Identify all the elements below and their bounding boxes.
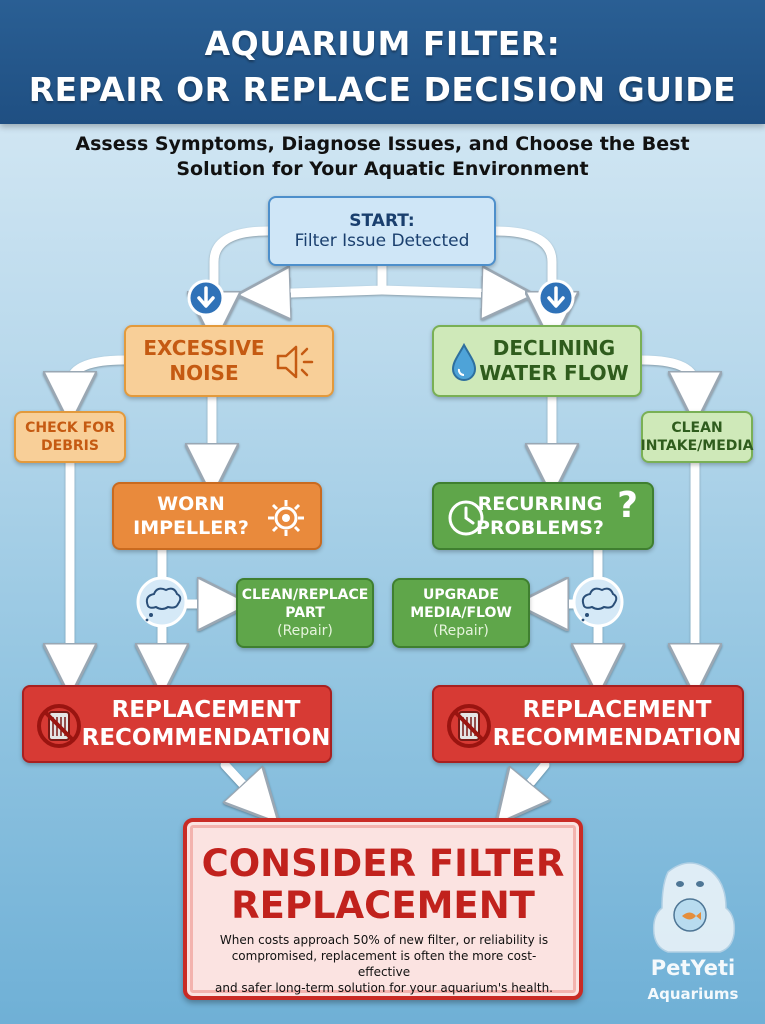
upgrade-media-flow-node: UPGRADE MEDIA/FLOW (Repair) bbox=[392, 578, 530, 648]
subtitle-line1: Assess Symptoms, Diagnose Issues, and Ch… bbox=[75, 133, 690, 155]
excessive-noise-node: EXCESSIVE NOISE bbox=[124, 325, 334, 397]
logo-name: PetYeti bbox=[650, 956, 736, 980]
final-description: When costs approach 50% of new filter, o… bbox=[209, 932, 559, 996]
start-node: START: Filter Issue Detected bbox=[268, 196, 496, 266]
down-arrow-icon bbox=[537, 279, 575, 317]
page-title-line1: AQUARIUM FILTER: bbox=[204, 24, 561, 63]
logo-subtitle: Aquariums bbox=[647, 985, 739, 1003]
no-filter-icon bbox=[37, 704, 81, 748]
header-banner: AQUARIUM FILTER: REPAIR OR REPLACE DECIS… bbox=[0, 0, 765, 124]
upgrade-line2: MEDIA/FLOW bbox=[410, 605, 512, 621]
final-desc-line3: and safer long-term solution for your aq… bbox=[215, 981, 553, 995]
intake-line1: CLEAN bbox=[671, 420, 723, 436]
clean-replace-note: (Repair) bbox=[277, 623, 333, 639]
no-filter-icon bbox=[447, 704, 491, 748]
final-desc-line1: When costs approach 50% of new filter, o… bbox=[219, 933, 549, 947]
final-title-line2: REPLACEMENT bbox=[231, 884, 535, 927]
clock-icon bbox=[448, 500, 484, 536]
check-for-debris-node: CHECK FOR DEBRIS bbox=[14, 411, 126, 463]
thought-bubble-icon bbox=[136, 576, 188, 628]
flow-line1: DECLINING bbox=[492, 336, 616, 360]
impeller-line1: WORN bbox=[157, 493, 225, 515]
noise-line1: EXCESSIVE bbox=[143, 336, 265, 360]
clean-replace-line2: PART bbox=[285, 605, 325, 621]
clean-replace-part-node: CLEAN/REPLACE PART (Repair) bbox=[236, 578, 374, 648]
worn-impeller-node: WORN IMPELLER? bbox=[112, 482, 322, 550]
upgrade-line1: UPGRADE bbox=[423, 587, 499, 603]
start-label: START: bbox=[349, 211, 415, 231]
clean-intake-media-node: CLEAN INTAKE/MEDIA bbox=[641, 411, 753, 463]
recurring-line2: PROBLEMS? bbox=[476, 517, 604, 539]
subtitle-line2: Solution for Your Aquatic Environment bbox=[176, 158, 589, 180]
intake-line2: INTAKE/MEDIA bbox=[640, 438, 754, 454]
noise-line2: NOISE bbox=[169, 361, 239, 385]
replacement-left-line1: REPLACEMENT bbox=[111, 697, 301, 723]
yeti-fishbowl-icon bbox=[652, 862, 736, 953]
gear-icon bbox=[268, 500, 304, 536]
debris-line2: DEBRIS bbox=[41, 438, 99, 454]
recurring-line1: RECURRING bbox=[477, 493, 603, 515]
start-text: Filter Issue Detected bbox=[294, 231, 470, 251]
replacement-recommendation-right-node: REPLACEMENT RECOMMENDATION bbox=[432, 685, 744, 763]
replacement-left-line2: RECOMMENDATION bbox=[81, 725, 331, 751]
thought-bubble-icon bbox=[572, 576, 624, 628]
debris-line1: CHECK FOR bbox=[25, 420, 115, 436]
replacement-right-line1: REPLACEMENT bbox=[522, 697, 712, 723]
impeller-line2: IMPELLER? bbox=[133, 517, 249, 539]
consider-filter-replacement-node: CONSIDER FILTER REPLACEMENT When costs a… bbox=[183, 818, 583, 1000]
final-title-line1: CONSIDER FILTER bbox=[201, 842, 565, 885]
final-desc-line2: compromised, replacement is often the mo… bbox=[231, 949, 537, 979]
declining-water-flow-node: DECLINING WATER FLOW bbox=[432, 325, 642, 397]
page-title-line2: REPAIR OR REPLACE DECISION GUIDE bbox=[28, 70, 737, 109]
flow-line2: WATER FLOW bbox=[479, 361, 629, 385]
down-arrow-icon bbox=[187, 279, 225, 317]
water-drop-icon bbox=[451, 342, 477, 381]
replacement-recommendation-left-node: REPLACEMENT RECOMMENDATION bbox=[22, 685, 332, 763]
replacement-right-line2: RECOMMENDATION bbox=[492, 725, 742, 751]
upgrade-note: (Repair) bbox=[433, 623, 489, 639]
recurring-problems-node: RECURRING PROBLEMS? ? bbox=[432, 482, 654, 550]
question-mark-icon: ? bbox=[617, 485, 638, 526]
speaker-icon bbox=[276, 345, 314, 379]
clean-replace-line1: CLEAN/REPLACE bbox=[241, 587, 369, 603]
